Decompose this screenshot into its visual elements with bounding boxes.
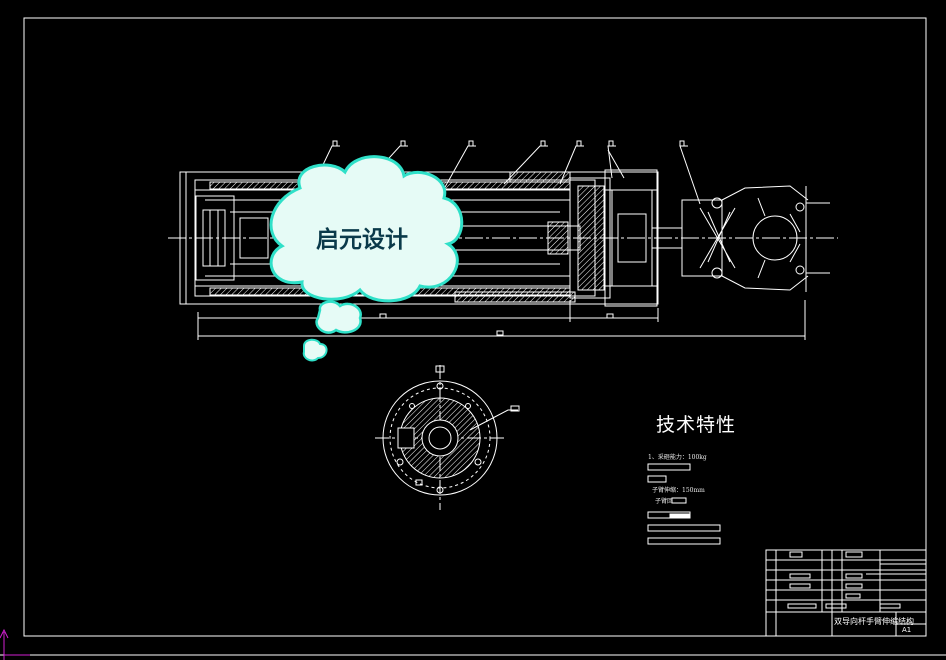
watermark-cloud (269, 155, 464, 362)
arm-assembly-view (168, 140, 838, 340)
ucs-icon (0, 628, 30, 660)
spec-line-stroke: 子臂伸缩：150mm (652, 487, 705, 494)
spec-line-rotation: 子臂回 (655, 498, 674, 505)
title-block (765, 549, 927, 637)
cross-section-view (375, 365, 520, 510)
sheet-size: A1 (902, 626, 912, 634)
drawing-name: 双导向杆手臂伸缩结构 (834, 617, 914, 626)
spec-value-boxes (647, 463, 721, 545)
technical-specs-title: 技术特性 (656, 414, 737, 436)
watermark-text: 启元设计 (316, 227, 408, 253)
sheet-border (23, 17, 927, 637)
spec-line-capacity: 1、采砸能力：100kg (648, 454, 707, 461)
